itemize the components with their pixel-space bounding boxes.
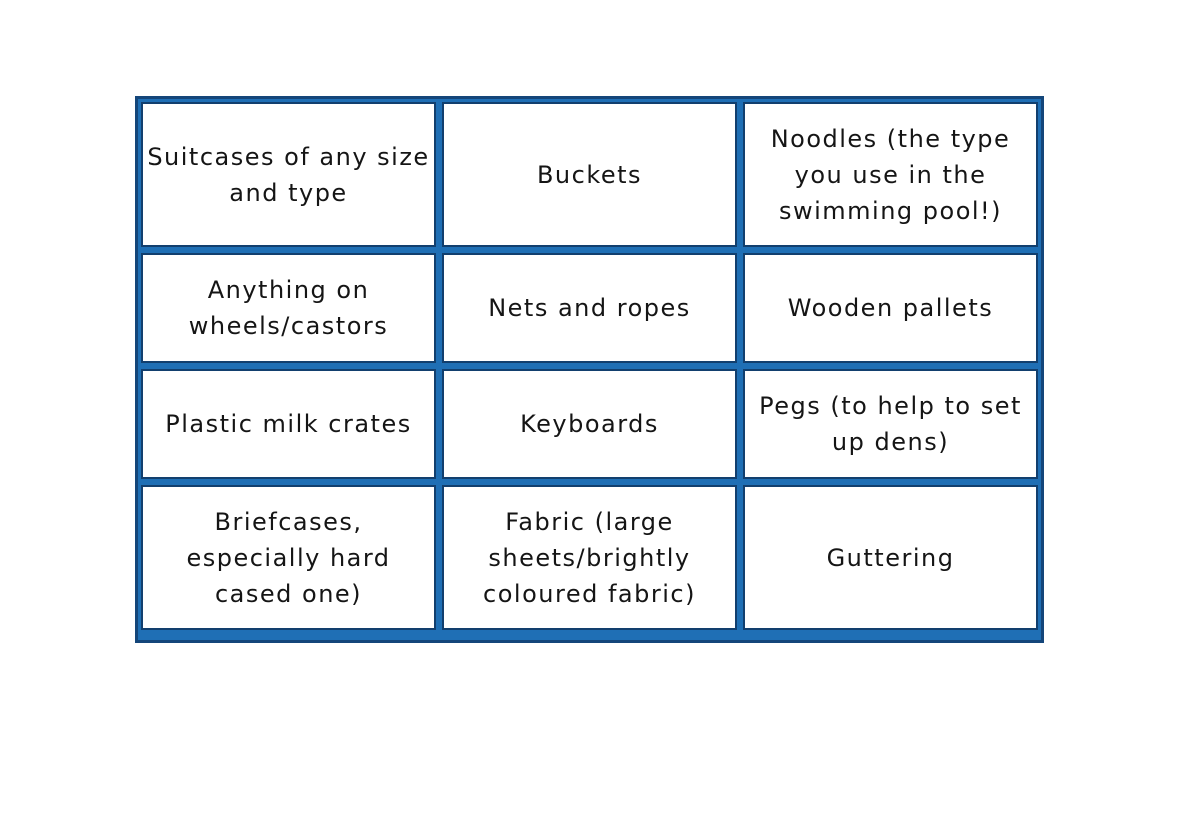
cell-text: Wooden pallets: [787, 294, 994, 322]
table-cell: Pegs (to help to set up dens): [743, 369, 1038, 479]
table-cell: Suitcases of any size and type: [141, 102, 436, 247]
cell-text: Anything on wheels/castors: [188, 276, 389, 340]
table-cell: Noodles (the type you use in the swimmin…: [743, 102, 1038, 247]
table-cell: Briefcases, especially hard cased one): [141, 485, 436, 630]
cell-text: Briefcases, especially hard cased one): [186, 507, 391, 608]
table-cell: Buckets: [442, 102, 737, 247]
table-cell: Plastic milk crates: [141, 369, 436, 479]
cell-text: Keyboards: [520, 410, 659, 438]
cell-text: Fabric (large sheets/brightly coloured f…: [483, 507, 696, 608]
table-cell: Guttering: [743, 485, 1038, 630]
cell-text: Pegs (to help to set up dens): [759, 392, 1022, 456]
table-cell: Wooden pallets: [743, 253, 1038, 363]
item-table: Suitcases of any size and type Buckets N…: [135, 96, 1044, 643]
cell-text: Suitcases of any size and type: [147, 142, 430, 207]
cell-text: Nets and ropes: [488, 294, 691, 322]
cell-text: Noodles (the type you use in the swimmin…: [770, 124, 1011, 225]
cell-text: Plastic milk crates: [165, 410, 412, 438]
cell-text: Guttering: [826, 543, 955, 572]
cell-text: Buckets: [536, 160, 643, 189]
table-cell: Fabric (large sheets/brightly coloured f…: [442, 485, 737, 630]
table-cell: Anything on wheels/castors: [141, 253, 436, 363]
table-cell: Nets and ropes: [442, 253, 737, 363]
table-cell: Keyboards: [442, 369, 737, 479]
